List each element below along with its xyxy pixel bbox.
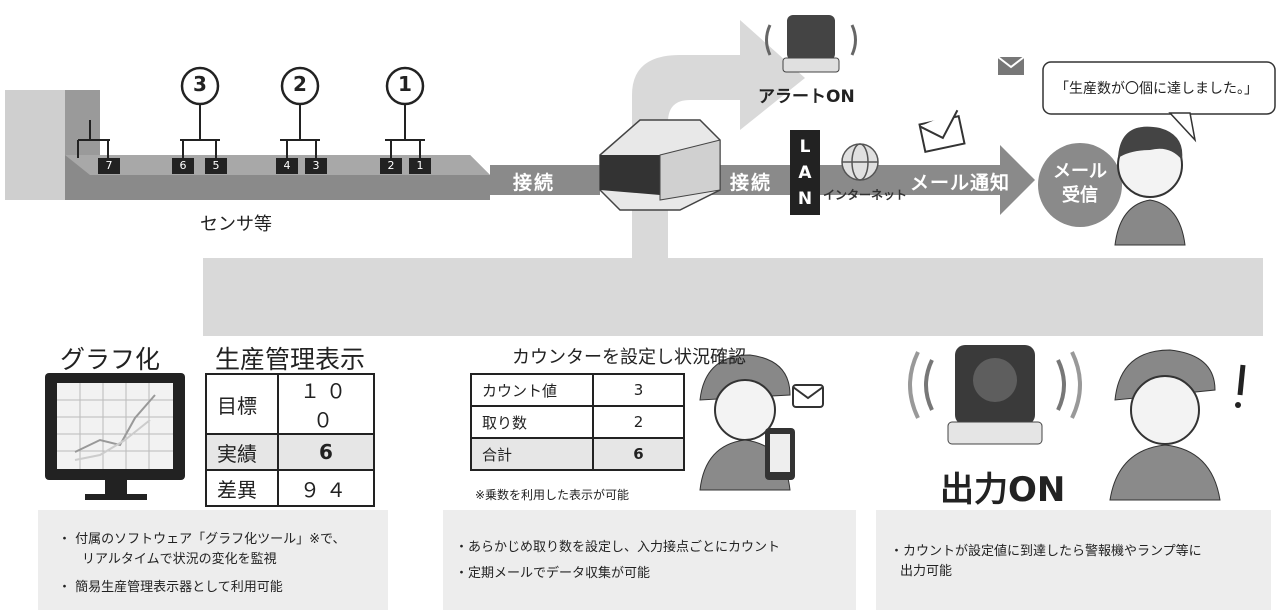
panel-text: ・カウントが設定値に到達したら警報機やランプ等に	[890, 544, 1202, 559]
connect-label-1: 接続	[513, 172, 556, 194]
sensor-brackets	[77, 103, 425, 158]
sensor-box: 1	[409, 158, 431, 174]
table-cell: 6	[277, 433, 375, 471]
table-row: 実績 6	[205, 433, 375, 471]
graph-title: グラフ化	[60, 345, 161, 374]
sensor-box: 7	[98, 158, 120, 174]
panel-text: リアルタイムで状況の変化を監視	[82, 552, 277, 567]
panel-text: ・ 簡易生産管理表示器として利用可能	[58, 580, 283, 595]
counter-note: ※乗数を利用した表示が可能	[475, 488, 630, 502]
mail-receive-line: メール	[1053, 161, 1107, 182]
number-3: 3	[193, 72, 207, 96]
mail-envelope-icon	[997, 56, 1025, 75]
sensor-box: 3	[305, 158, 327, 174]
table-row: 取り数 2	[470, 405, 685, 439]
panel-text: 出力可能	[900, 564, 953, 579]
speech-bubble	[1042, 61, 1276, 143]
table-cell: １００	[277, 373, 375, 435]
table-cell: 実績	[205, 433, 279, 471]
table-row: カウント値 3	[470, 373, 685, 407]
table-row: 合計 6	[470, 437, 685, 471]
monitor-icon	[45, 373, 185, 500]
number-circles	[180, 66, 425, 106]
table-cell: 6	[592, 437, 685, 471]
surprised-worker-icon	[1109, 349, 1246, 501]
panel-output: ・カウントが設定値に到達したら警報機やランプ等に 出力可能	[876, 510, 1271, 610]
sensor-label: センサ等	[200, 214, 272, 235]
lan-box	[790, 130, 820, 215]
sensor-box: 5	[205, 158, 227, 174]
number-2: 2	[293, 72, 307, 96]
sensor-box: 2	[380, 158, 402, 174]
production-table: 目標 １００ 実績 6 差異 ９４	[205, 373, 375, 507]
mail-receive-label: メール 受信	[1040, 160, 1120, 208]
mail-receive-circle	[1038, 143, 1122, 227]
counter-table: カウント値 3 取り数 2 合計 6	[470, 373, 685, 471]
output-on-label: 出力ON	[940, 470, 1066, 510]
lan-letter: L	[799, 137, 811, 157]
sensor-box: 6	[172, 158, 194, 174]
alert-on-label: アラートON	[758, 87, 855, 107]
lan-letter: A	[798, 163, 812, 183]
mail-notify-label: メール通知	[910, 172, 1011, 194]
table-row: 目標 １００	[205, 373, 375, 435]
envelope-icon	[918, 109, 966, 154]
panel-text: ・ 付属のソフトウェア「グラフ化ツール」※で、	[58, 532, 346, 547]
table-cell: 差異	[205, 469, 279, 507]
table-cell: 3	[592, 373, 685, 407]
table-cell: 目標	[205, 373, 279, 435]
number-1: 1	[398, 72, 412, 96]
production-title: 生産管理表示	[215, 345, 366, 374]
panel-graph: ・ 付属のソフトウェア「グラフ化ツール」※で、 リアルタイムで状況の変化を監視 …	[38, 510, 388, 610]
globe-icon	[841, 143, 879, 181]
connect-label-2: 接続	[730, 172, 773, 194]
lan-letter: N	[797, 189, 813, 209]
table-row: 差異 ９４	[205, 469, 375, 507]
worker-icon	[699, 354, 824, 491]
counter-title: カウンターを設定し状況確認	[512, 347, 746, 368]
up-arrow-icon	[632, 20, 805, 150]
table-cell: カウント値	[470, 373, 594, 407]
internet-label: インターネット	[823, 188, 908, 202]
output-lamp-icon	[908, 345, 1082, 445]
table-cell: 2	[592, 405, 685, 439]
lan-label: L A N	[790, 134, 820, 212]
panel-counter: ・あらかじめ取り数を設定し、入力接点ごとにカウント ・定期メールでデータ収集が可…	[443, 510, 856, 610]
speech-text: 「生産数が〇個に達しました。」	[1055, 81, 1258, 97]
person-icon	[1114, 126, 1186, 246]
table-cell: 取り数	[470, 405, 594, 439]
panel-text: ・定期メールでデータ収集が可能	[455, 566, 651, 581]
mail-receive-line: 受信	[1062, 185, 1098, 206]
panel-text: ・あらかじめ取り数を設定し、入力接点ごとにカウント	[455, 540, 781, 555]
table-cell: 合計	[470, 437, 594, 471]
sensor-box: 4	[276, 158, 298, 174]
device-icon	[599, 119, 721, 211]
table-cell: ９４	[277, 469, 375, 507]
alert-lamp-icon	[765, 15, 857, 73]
